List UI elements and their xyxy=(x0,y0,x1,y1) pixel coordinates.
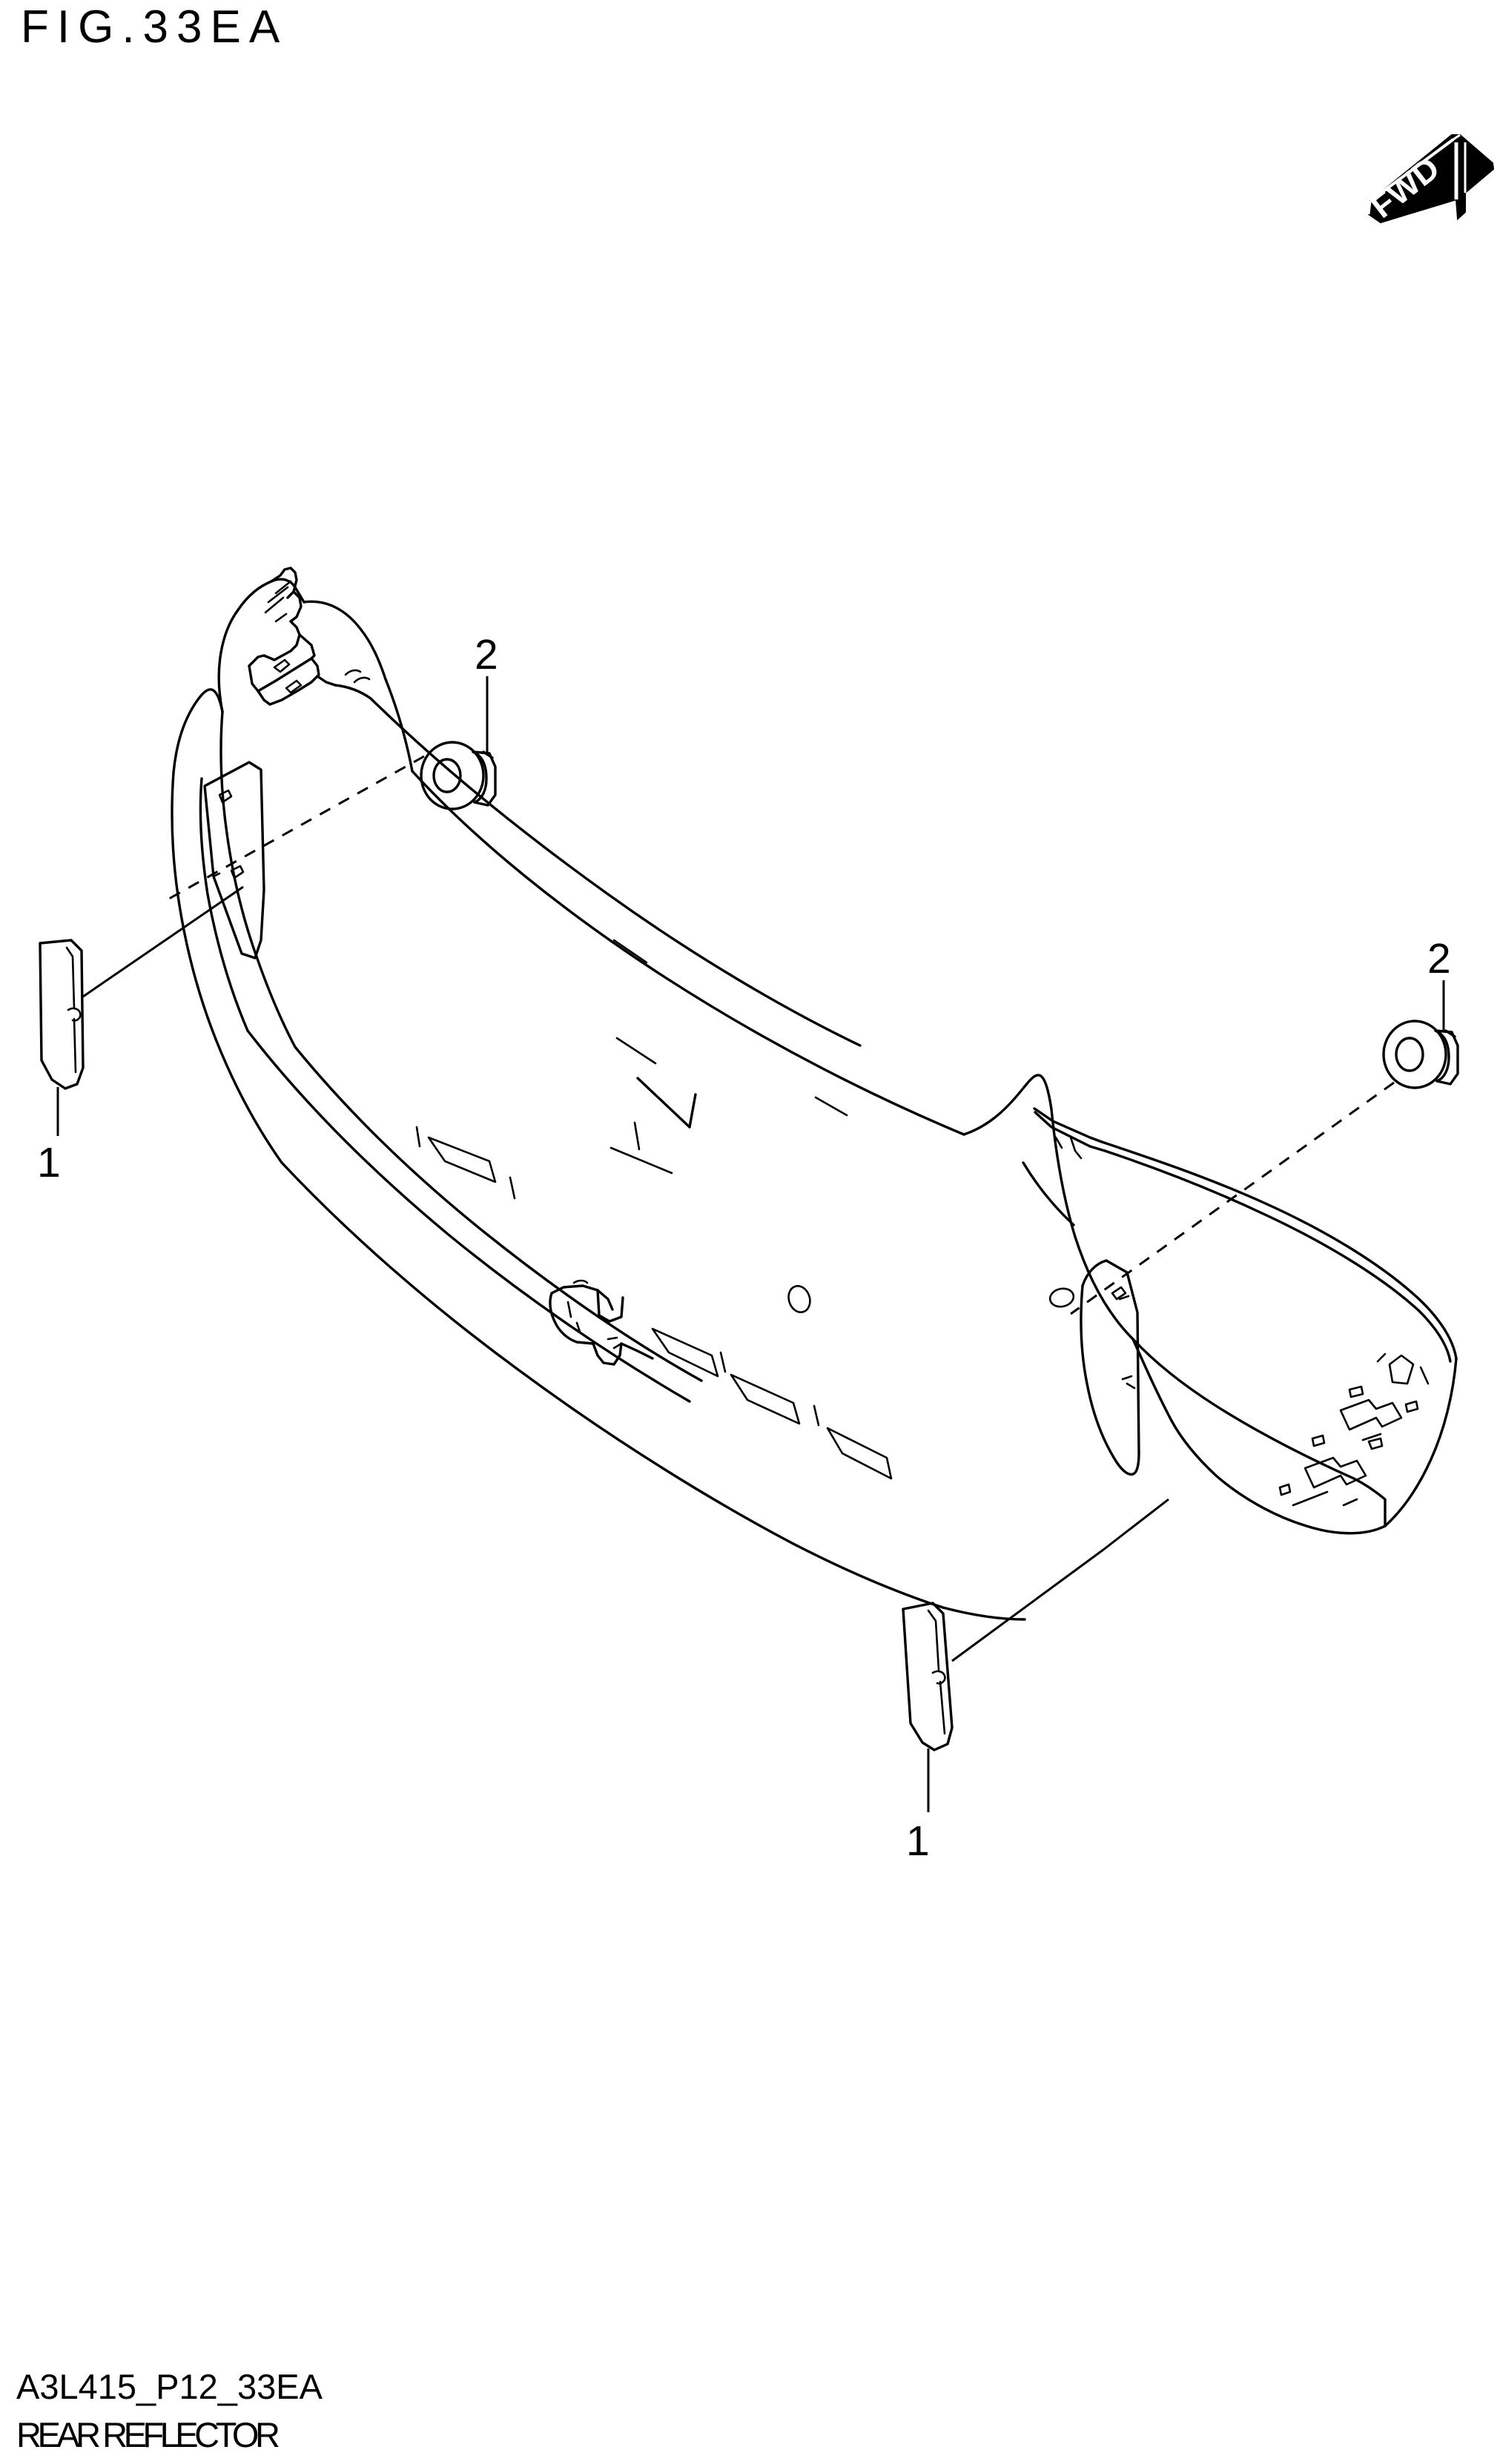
bumper-outline xyxy=(171,567,1458,1621)
footer: A3L415_P12_33EA REAR REFLECTOR xyxy=(16,2367,906,2454)
grommet-right xyxy=(1382,1020,1459,1089)
callout-number-1-left: 1 xyxy=(37,1139,61,1186)
reflector-bottom xyxy=(902,1602,954,1751)
drawing-code: A3L415_P12_33EA xyxy=(16,2367,323,2406)
callout-number-1-bottom: 1 xyxy=(906,1817,930,1865)
leader-grommet-left-dashed xyxy=(168,755,425,900)
callout-number-2-left: 2 xyxy=(475,631,498,678)
leader-reflector-left xyxy=(82,885,244,998)
callout-number-2-right: 2 xyxy=(1427,935,1451,982)
leader-reflector-bottom-upper xyxy=(1103,1498,1169,1551)
fwd-arrow-icon: FWD xyxy=(1363,125,1498,230)
reflector-left xyxy=(39,939,85,1090)
leader-grommet-right-dashed xyxy=(1070,1081,1395,1315)
assembly-name: REAR REFLECTOR xyxy=(16,2414,280,2454)
leader-lines xyxy=(56,676,1445,1812)
page-title: FIG.33EA xyxy=(21,1,288,53)
leader-reflector-bottom xyxy=(951,1548,1104,1662)
